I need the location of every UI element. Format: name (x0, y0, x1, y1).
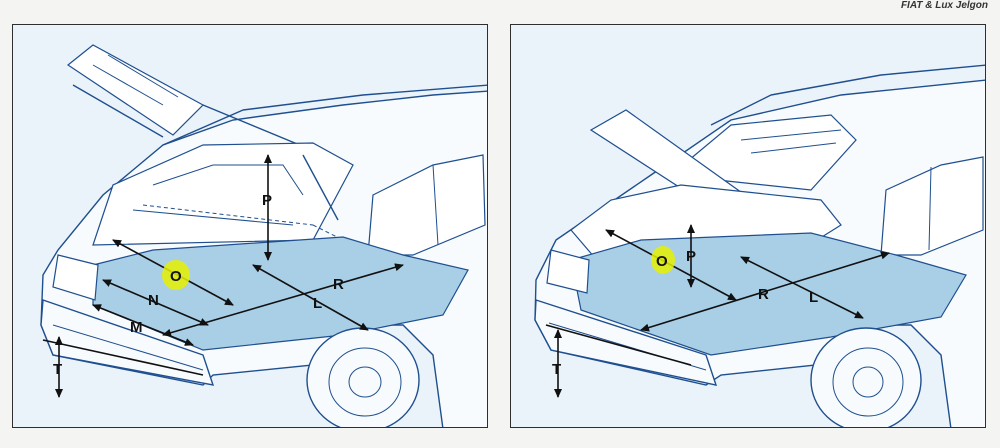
highlight-mark (651, 246, 675, 274)
hatchback-illustration: P O R N L M T (40, 44, 487, 427)
label-T: T (552, 361, 561, 378)
label-L: L (313, 295, 322, 312)
diagram-panel-hatchback: P O R N L M T (12, 24, 488, 428)
label-P: P (262, 192, 272, 209)
label-R: R (758, 286, 769, 303)
diagram-panel-sedan: O P R L T (510, 24, 986, 428)
label-M: M (130, 319, 143, 336)
label-L: L (809, 289, 818, 306)
label-O: O (656, 253, 668, 270)
label-N: N (148, 292, 159, 309)
rear-opening (92, 142, 354, 246)
label-R: R (333, 276, 344, 293)
rear-wheel (810, 327, 922, 427)
rear-window (669, 114, 857, 191)
page-header: FIAT & Lux Jelgon (900, 0, 988, 11)
label-T: T (53, 361, 62, 378)
label-O: O (170, 268, 182, 285)
highlight-mark (162, 260, 190, 290)
label-P: P (686, 248, 696, 265)
sedan-illustration: O P R L T (534, 64, 985, 427)
rear-wheel (306, 327, 420, 427)
